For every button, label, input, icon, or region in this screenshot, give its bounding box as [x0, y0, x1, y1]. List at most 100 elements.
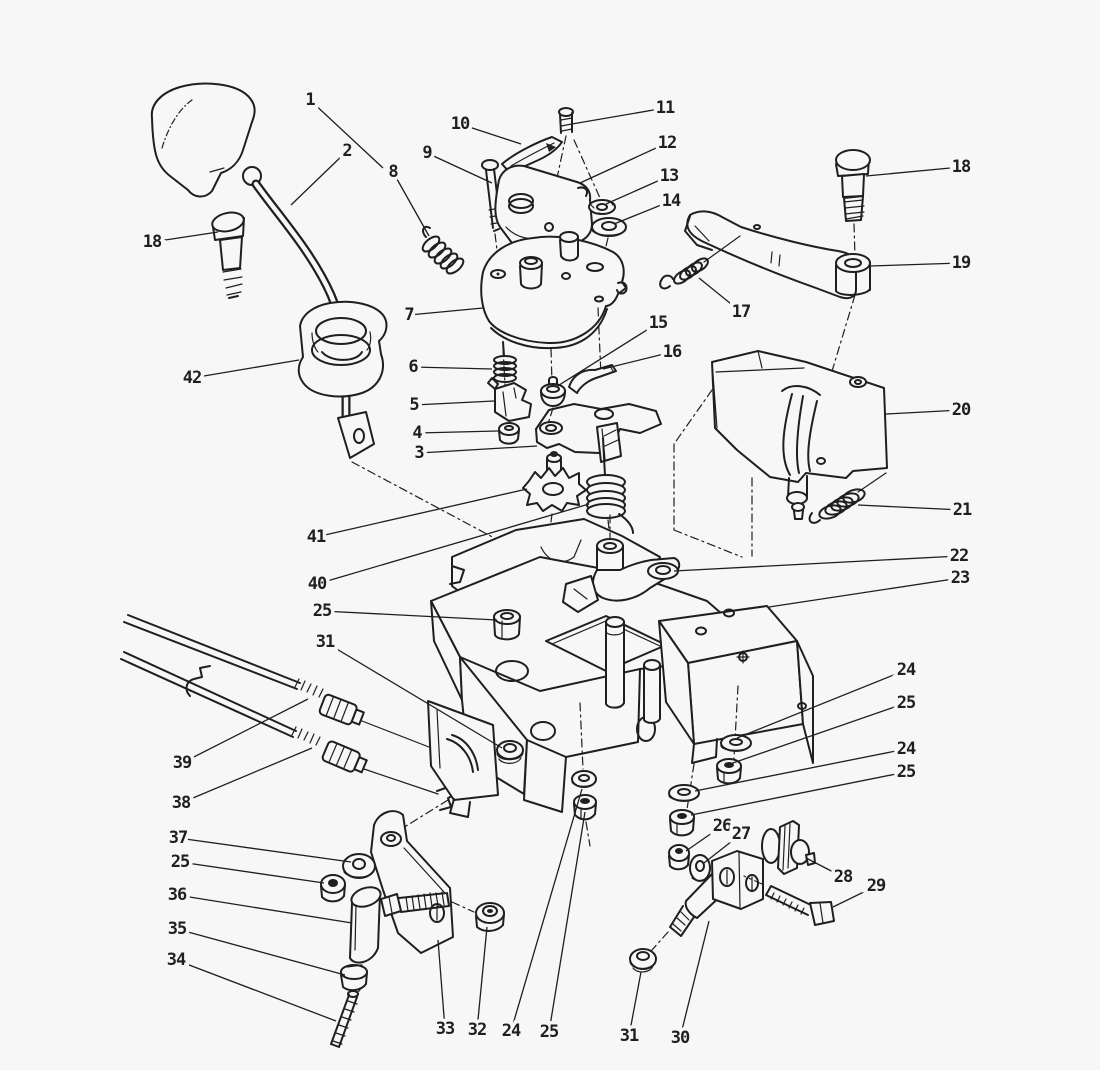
bracket-20	[711, 350, 888, 520]
callout-leader-15	[555, 322, 659, 388]
callout-label-11: 11	[656, 98, 675, 118]
callout-label-14: 14	[662, 191, 681, 211]
callout-label-34: 34	[167, 950, 186, 970]
callout-label-20: 20	[952, 400, 971, 420]
callout-label-33: 33	[436, 1019, 455, 1039]
callout-leader-19	[869, 262, 962, 267]
shift-knob	[150, 82, 256, 198]
callout-label-32: 32	[468, 1020, 486, 1040]
callout-label-25-bottom: 25	[540, 1022, 559, 1042]
cable-39	[123, 614, 467, 773]
spring-40	[586, 437, 634, 539]
callout-leader-25-right-upper	[729, 702, 907, 765]
callout-label-24-bottom: 24	[502, 1021, 521, 1041]
washer-24-bottom	[571, 702, 597, 788]
callout-leader-38	[180, 747, 313, 804]
callout-label-6: 6	[408, 357, 418, 377]
trunnion-35	[340, 964, 368, 995]
shift-arm-22	[562, 514, 681, 613]
callout-label-40: 40	[308, 574, 327, 594]
callout-leader-10	[459, 123, 522, 145]
mount-28	[761, 820, 816, 875]
callout-leader-17	[698, 277, 742, 313]
callout-label-19: 19	[952, 253, 971, 273]
nut-25-bottom	[573, 794, 597, 847]
spring-8	[421, 225, 465, 275]
callout-leader-26	[685, 825, 723, 852]
callout-label-1: 1	[305, 90, 315, 110]
callout-leader-24-right-upper	[736, 669, 907, 739]
screw-34	[330, 990, 359, 1048]
callout-label-8: 8	[388, 162, 398, 182]
callout-leader-12	[579, 142, 668, 184]
nut-25-upper	[716, 758, 742, 785]
callout-label-31-mid: 31	[316, 632, 335, 652]
callout-label-25-right-upper: 25	[897, 693, 916, 713]
cam-plate-3	[535, 403, 662, 463]
grommet-26	[668, 844, 690, 871]
callout-label-41: 41	[307, 527, 326, 547]
callout-leader-25-right-lower	[690, 771, 907, 816]
callout-label-2: 2	[342, 141, 351, 161]
callout-leader-5	[413, 400, 495, 406]
callout-leader-24-bottom	[510, 788, 583, 1032]
callout-leader-8	[392, 171, 430, 237]
callout-label-18-left: 18	[143, 232, 162, 252]
diagram-artwork	[120, 82, 888, 1048]
callout-leader-41	[315, 488, 528, 538]
callout-leader-24-right-lower	[694, 748, 907, 792]
callout-label-18-right: 18	[952, 157, 971, 177]
callout-leader-9	[426, 152, 493, 184]
callout-leader-42	[191, 359, 300, 379]
bracket-33	[370, 810, 454, 954]
callout-label-16: 16	[663, 342, 682, 362]
callout-label-27: 27	[732, 824, 750, 844]
callout-label-39: 39	[173, 753, 192, 773]
callout-leader-34	[175, 959, 337, 1022]
washer-27	[689, 854, 711, 882]
callout-leader-22	[673, 555, 960, 572]
callout-label-9: 9	[422, 143, 432, 163]
pawl-5	[494, 382, 532, 422]
callout-leader-7	[408, 307, 484, 316]
callout-leader-14	[613, 200, 672, 225]
spring-17	[659, 235, 741, 290]
callout-leader-27	[703, 833, 742, 864]
callout-label-26: 26	[713, 816, 732, 836]
grommet-31-bottom	[629, 948, 657, 973]
callout-label-10: 10	[451, 114, 470, 134]
callout-label-25-right-lower: 25	[897, 762, 916, 782]
callout-leader-37	[177, 837, 352, 863]
bolt-29	[743, 875, 835, 926]
callout-leader-29	[832, 885, 877, 908]
callout-label-24-right-upper: 24	[897, 660, 916, 680]
callout-label-3: 3	[414, 443, 424, 463]
callout-leader-11	[571, 107, 666, 125]
washer-37	[342, 853, 376, 879]
callout-leader-13	[605, 175, 670, 205]
callout-label-24-right-lower: 24	[897, 739, 916, 759]
bolt-18-left	[211, 211, 245, 299]
callout-label-17: 17	[732, 302, 750, 322]
callout-leader-32	[476, 926, 488, 1031]
callout-label-25-left: 25	[171, 852, 190, 872]
washer-24-lower	[668, 784, 700, 802]
callout-leader-25-bottom	[548, 811, 586, 1033]
callout-label-5: 5	[409, 395, 419, 415]
callout-leader-35	[176, 928, 346, 976]
callout-leader-36	[176, 894, 353, 924]
callout-label-42: 42	[183, 368, 201, 388]
callout-leader-40	[316, 503, 590, 585]
callout-leader-31-mid	[324, 641, 503, 749]
callout-leader-4	[416, 430, 499, 434]
nut-32	[475, 902, 505, 932]
star-cam-41	[522, 451, 587, 546]
spring-6	[487, 341, 517, 390]
callout-label-13: 13	[660, 166, 679, 186]
callout-leader-3	[418, 445, 538, 454]
callout-leader-1	[309, 99, 384, 169]
housing-7	[480, 231, 628, 386]
cable-anchor-bracket	[389, 700, 499, 837]
callout-leader-28	[805, 857, 844, 878]
